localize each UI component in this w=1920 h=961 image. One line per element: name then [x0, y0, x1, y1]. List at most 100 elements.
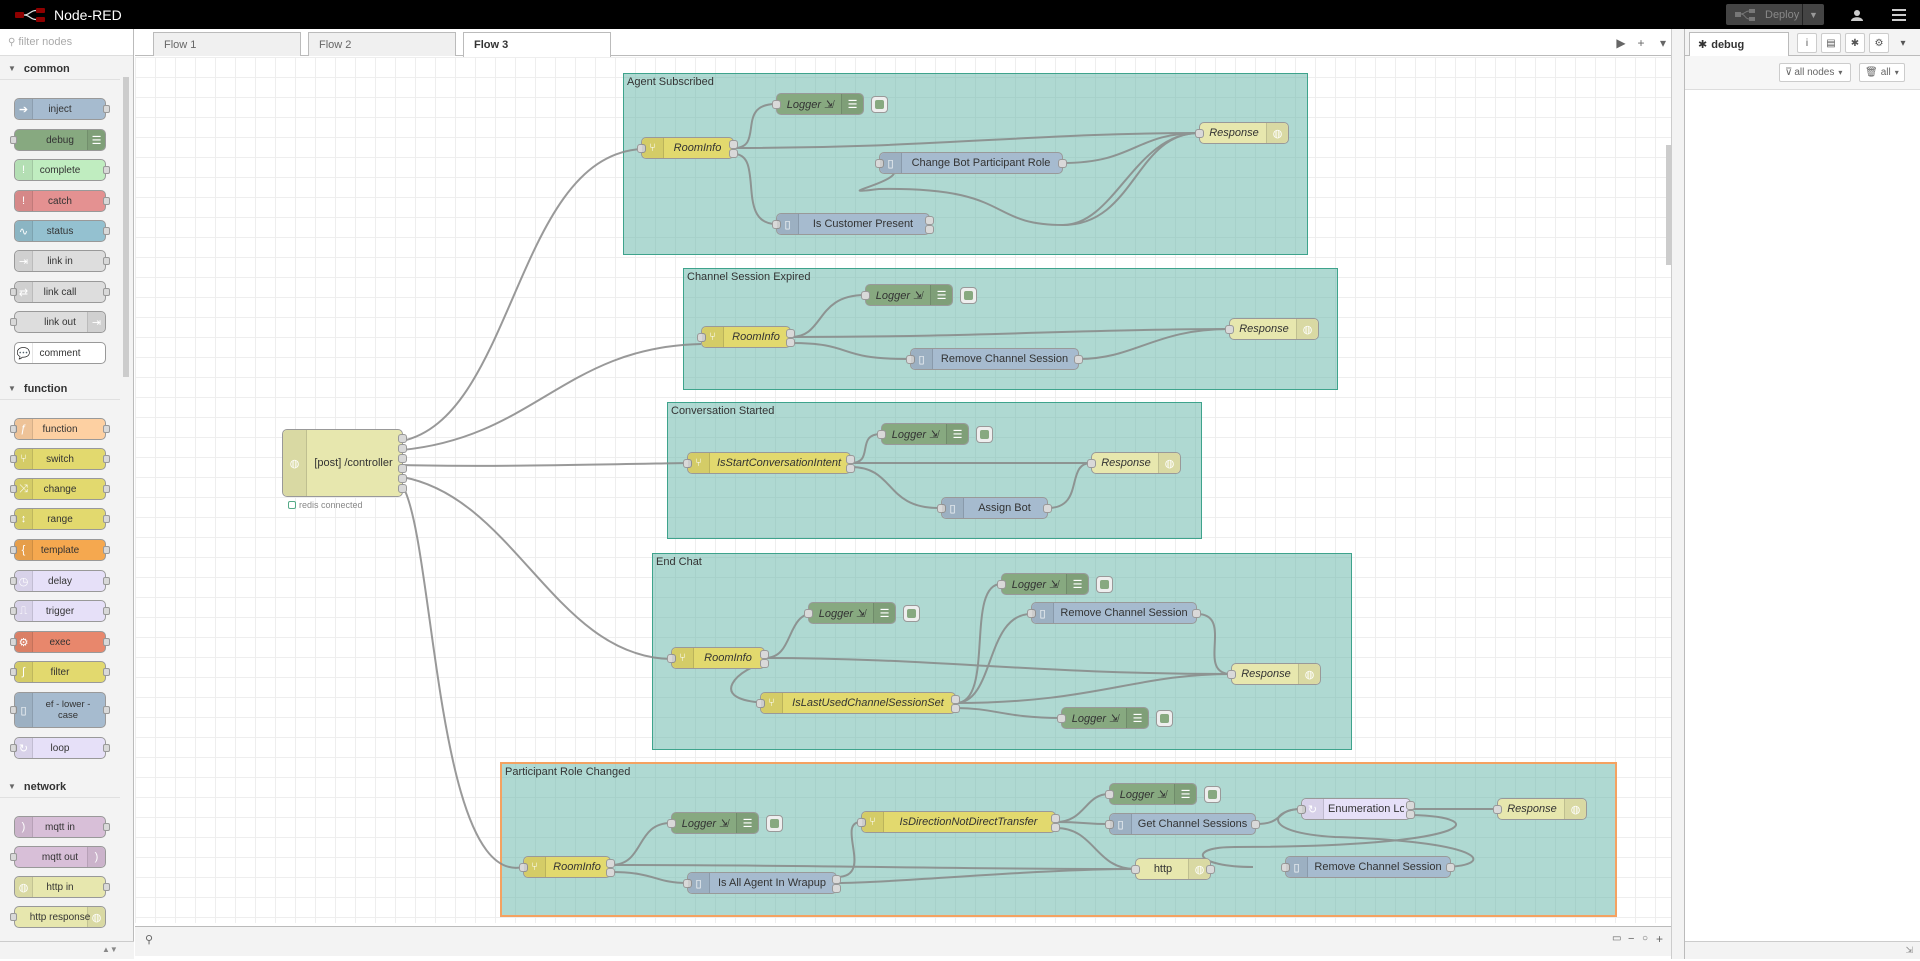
palette-node-complete[interactable]: !complete	[14, 159, 110, 181]
palette-category-network[interactable]: ▼network	[0, 776, 120, 798]
http-in-controller-node[interactable]: ◍ [post] /controller	[282, 429, 407, 497]
info-icon[interactable]: i	[1797, 33, 1817, 53]
logger-node[interactable]: Logger ⇲☰	[1057, 707, 1173, 729]
navigator-icon[interactable]: ▭	[1612, 933, 1622, 944]
palette-filter-input[interactable]: ⚲ filter nodes	[0, 29, 133, 56]
template-node[interactable]: ▯Is All Agent In Wrapup	[683, 872, 841, 894]
response-node[interactable]: Response◍	[1195, 122, 1289, 144]
logger-node[interactable]: Logger ⇲☰	[877, 423, 993, 445]
response-node[interactable]: Response◍	[1087, 452, 1181, 474]
roominfo-switch-node[interactable]: ⑂RoomInfo	[637, 137, 738, 159]
palette-category-common[interactable]: ▼common	[0, 58, 120, 80]
palette-node-status[interactable]: ∿status	[14, 220, 110, 242]
palette-node-http-response[interactable]: http response◍	[10, 906, 106, 928]
template-node[interactable]: ▯Get Channel Sessions	[1105, 813, 1260, 835]
palette-node-link-call[interactable]: ⇄link call	[10, 281, 110, 303]
add-flow-button[interactable]: +	[1637, 36, 1645, 50]
debug-toggle-button[interactable]	[766, 815, 783, 832]
collapse-icon[interactable]: ▲▼	[102, 945, 118, 954]
logger-node[interactable]: Logger ⇲☰	[861, 284, 977, 306]
template-node[interactable]: ▯Remove Channel Session	[1027, 602, 1201, 624]
list-flows-chevron-down-icon[interactable]: ▾	[1659, 36, 1667, 50]
logger-node[interactable]: Logger ⇲☰	[997, 573, 1113, 595]
bug-icon[interactable]: ✱	[1845, 33, 1865, 53]
palette-node-http-in[interactable]: ◍http in	[14, 876, 110, 898]
islastusedchannelsessionset-switch-node[interactable]: ⑂IsLastUsedChannelSessionSet	[756, 692, 960, 714]
deploy-button[interactable]: Deploy ▼	[1726, 4, 1824, 25]
tab-debug[interactable]: ✱ debug	[1689, 32, 1789, 56]
palette-node-exec[interactable]: ⚙exec	[10, 631, 110, 653]
response-node[interactable]: Response◍	[1493, 798, 1587, 820]
chevron-down-icon[interactable]: ▾	[1900, 37, 1906, 49]
template-node[interactable]: ▯Remove Channel Session	[1281, 856, 1455, 878]
flow-canvas[interactable]: Agent Subscribed Channel Session Expired…	[135, 57, 1671, 923]
palette-category-function[interactable]: ▼function	[0, 378, 120, 400]
template-node[interactable]: ▯Assign Bot	[937, 497, 1052, 519]
palette-node-loop[interactable]: ↻loop	[10, 737, 110, 759]
wire	[1196, 613, 1232, 675]
palette-node-change[interactable]: ⤨change	[10, 478, 110, 500]
logger-node[interactable]: Logger ⇲☰	[804, 602, 920, 624]
zoom-out-icon[interactable]: −	[1628, 933, 1635, 945]
tab-flow-1[interactable]: Flow 1	[153, 32, 301, 56]
palette-node-link-in[interactable]: ⇥link in	[14, 250, 110, 272]
debug-toggle-button[interactable]	[976, 426, 993, 443]
palette-node-delay[interactable]: ◷delay	[10, 570, 110, 592]
roominfo-switch-node[interactable]: ⑂RoomInfo	[667, 647, 769, 669]
debug-toggle-button[interactable]	[871, 96, 888, 113]
roominfo-switch-node[interactable]: ⑂RoomInfo	[519, 856, 615, 878]
template-node[interactable]: ▯Change Bot Participant Role	[875, 152, 1067, 174]
open-window-icon[interactable]: ⇲	[1905, 945, 1913, 955]
isstartconversationintent-switch-node[interactable]: ⑂IsStartConversationIntent	[683, 452, 855, 474]
chevron-down-icon: ▾	[1894, 68, 1899, 77]
template-node[interactable]: ▯Remove Channel Session	[906, 348, 1083, 370]
debug-filter-select[interactable]: ⊽ all nodes ▾	[1779, 63, 1851, 82]
http-request-node[interactable]: http◍	[1131, 858, 1215, 880]
palette-node-catch[interactable]: !catch	[14, 190, 110, 212]
response-node[interactable]: Response◍	[1227, 663, 1321, 685]
zoom-reset-icon[interactable]: ○	[1642, 933, 1649, 944]
deploy-menu-caret-icon[interactable]: ▼	[1802, 4, 1824, 25]
roominfo-switch-node[interactable]: ⑂RoomInfo	[697, 326, 795, 348]
palette-node-range[interactable]: ↕range	[10, 508, 110, 530]
palette-scrollbar[interactable]	[122, 59, 130, 929]
palette-node-switch[interactable]: ⑂switch	[10, 448, 110, 470]
group-participant-role-changed[interactable]: Participant Role Changed	[500, 762, 1617, 917]
tab-flow-3[interactable]: Flow 3	[463, 32, 611, 57]
template-node[interactable]: ▯Is Customer Present	[772, 213, 934, 235]
scroll-tabs-right-icon[interactable]: ▶	[1616, 36, 1626, 50]
debug-toggle-button[interactable]	[903, 605, 920, 622]
isdirectionnotdirecttransfer-switch-node[interactable]: ⑂IsDirectionNotDirectTransfer	[857, 811, 1060, 833]
logger-node[interactable]: Logger ⇲☰	[772, 93, 888, 115]
logger-node[interactable]: Logger ⇲☰	[1105, 783, 1221, 805]
canvas-vertical-scrollbar[interactable]	[1664, 57, 1674, 923]
search-icon[interactable]: ⚲	[145, 934, 154, 946]
logger-node[interactable]: Logger ⇲☰	[667, 812, 783, 834]
book-icon[interactable]: ▤	[1821, 33, 1841, 53]
palette-node-template[interactable]: {template	[10, 539, 110, 561]
hamburger-icon[interactable]	[1886, 4, 1912, 25]
sidebar-separator[interactable]	[1671, 29, 1684, 959]
debug-clear-button[interactable]: 🗑 all ▾	[1859, 63, 1905, 82]
response-node[interactable]: Response◍	[1225, 318, 1319, 340]
debug-toggle-button[interactable]	[1096, 576, 1113, 593]
debug-toggle-button[interactable]	[960, 287, 977, 304]
gear-icon[interactable]: ⚙	[1869, 33, 1889, 53]
zoom-in-icon[interactable]: +	[1656, 932, 1664, 946]
palette-node-mqtt-in[interactable]: )mqtt in	[14, 816, 110, 838]
enumeration-loop-node[interactable]: ↻Enumeration Loop	[1297, 798, 1415, 820]
debug-toggle-button[interactable]	[1156, 710, 1173, 727]
palette-node-inject[interactable]: ➔inject	[14, 98, 110, 120]
group-end-chat[interactable]: End Chat	[652, 553, 1352, 750]
palette-node-filter[interactable]: ∫filter	[10, 661, 110, 683]
palette-node-trigger[interactable]: ⎍trigger	[10, 600, 110, 622]
debug-toggle-button[interactable]	[1204, 786, 1221, 803]
palette-node-debug[interactable]: debug☰	[10, 129, 106, 151]
tab-flow-2[interactable]: Flow 2	[308, 32, 456, 56]
palette-node-link-out[interactable]: link out⇥	[10, 311, 106, 333]
palette-node-comment[interactable]: 💬comment	[14, 342, 106, 364]
palette-node-ef-lower-case[interactable]: ▯ef - lower - case	[10, 692, 110, 728]
user-icon[interactable]	[1844, 4, 1870, 25]
palette-node-mqtt-out[interactable]: mqtt out)	[10, 846, 106, 868]
